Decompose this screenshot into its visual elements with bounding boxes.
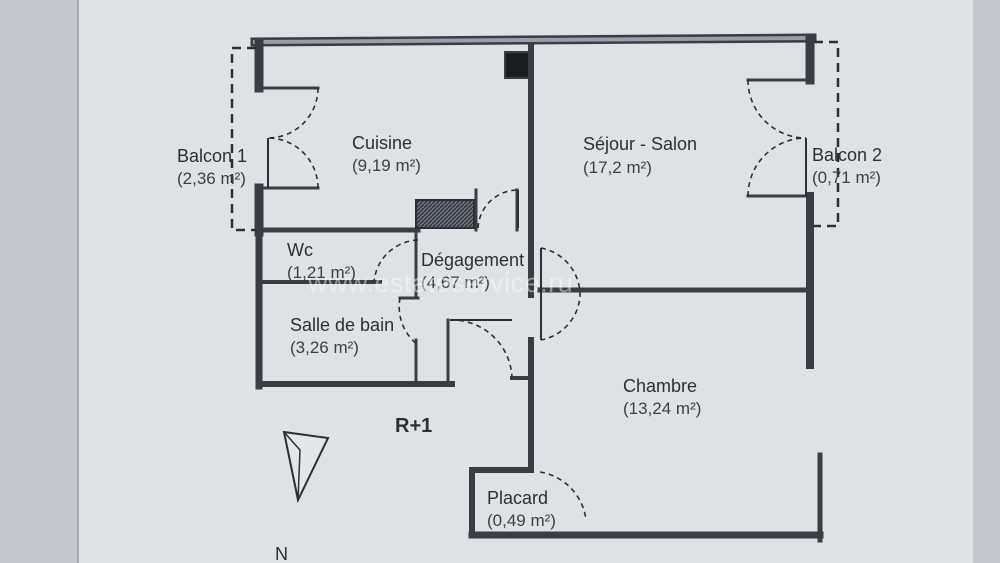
degagement-name: Dégagement bbox=[421, 250, 524, 270]
sejour-name: Séjour - Salon bbox=[583, 134, 697, 154]
north-label: N bbox=[275, 544, 288, 563]
column-block bbox=[504, 51, 530, 79]
placard-area: (0,49 m²) bbox=[487, 511, 556, 530]
door-leaves bbox=[267, 138, 807, 340]
walls bbox=[250, 33, 824, 543]
duct-hatched bbox=[415, 199, 475, 229]
level-label: R+1 bbox=[395, 415, 432, 437]
balcon2-name: Balcon 2 bbox=[812, 145, 882, 165]
wc-name: Wc bbox=[287, 240, 313, 260]
placard-name: Placard bbox=[487, 488, 548, 508]
salle-de-bain-area: (3,26 m²) bbox=[290, 338, 359, 357]
wc-area: (1,21 m²) bbox=[287, 263, 356, 282]
watermark-text: www.estateservice.ru bbox=[307, 268, 573, 298]
balcon1-area: (2,36 m²) bbox=[177, 169, 246, 188]
cuisine-name: Cuisine bbox=[352, 133, 412, 153]
room-labels: Cuisine (9,19 m²) Séjour - Salon (17,2 m… bbox=[177, 133, 882, 563]
degagement-area: (4,67 m²) bbox=[421, 273, 490, 292]
balcon2-area: (0,71 m²) bbox=[812, 168, 881, 187]
north-arrow-icon bbox=[282, 430, 330, 504]
balcony-outlines bbox=[230, 40, 840, 232]
balcon1-name: Balcon 1 bbox=[177, 146, 247, 166]
paper-margin-right bbox=[973, 0, 1000, 563]
salle-de-bain-name: Salle de bain bbox=[290, 315, 394, 335]
chambre-area: (13,24 m²) bbox=[623, 399, 701, 418]
chambre-name: Chambre bbox=[623, 376, 697, 396]
cuisine-area: (9,19 m²) bbox=[352, 156, 421, 175]
paper-margin-left bbox=[0, 0, 78, 563]
sejour-area: (17,2 m²) bbox=[583, 158, 652, 177]
